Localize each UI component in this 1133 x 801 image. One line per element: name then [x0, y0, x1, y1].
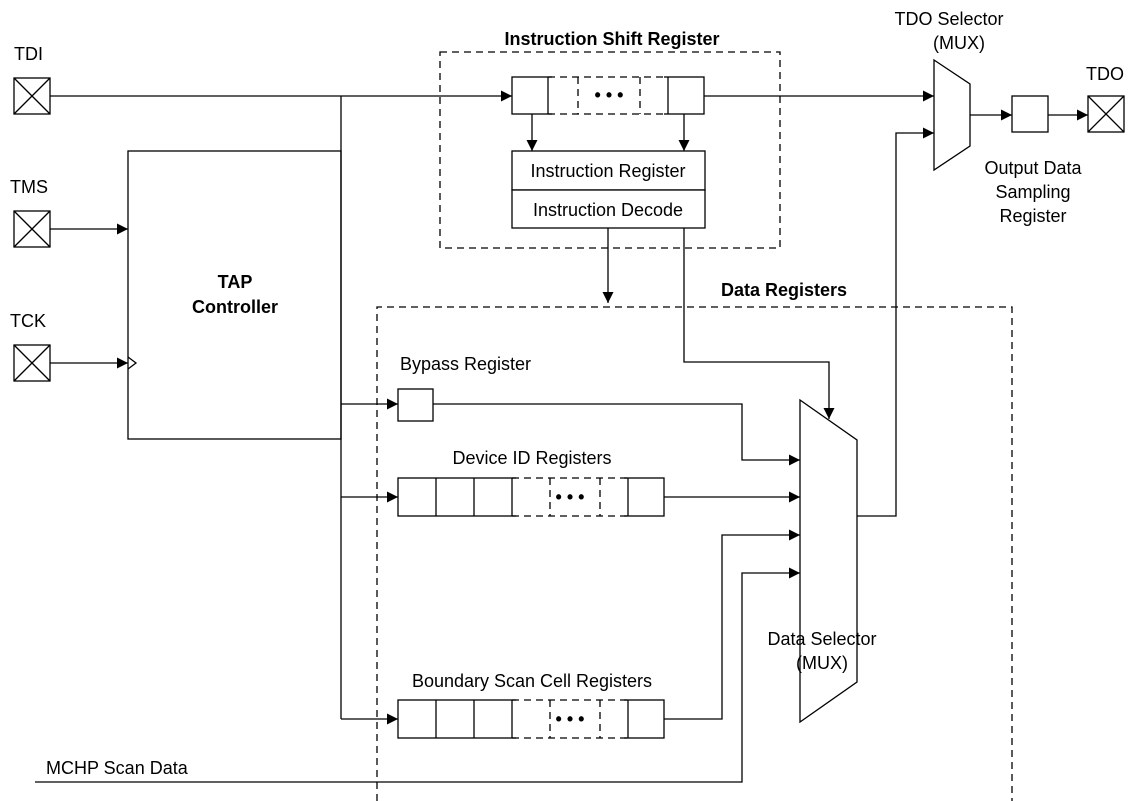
boundary-scan-ellipsis: • • • [556, 709, 585, 729]
isr-ellipsis: • • • [595, 85, 624, 105]
data-selector-to-tdo-mux-wire [857, 127, 934, 517]
data-registers-title: Data Registers [721, 280, 847, 300]
mchp-scan-data-label: MCHP Scan Data [46, 758, 189, 778]
boundary-scan-cell-registers-label: Boundary Scan Cell Registers [412, 671, 652, 691]
tdi-pin: TDI [13, 44, 51, 115]
data-selector-label-line2: (MUX) [796, 653, 848, 673]
bypass-register [397, 388, 434, 422]
tap-controller-label-line1: TAP [218, 272, 253, 292]
bypass-register-label: Bypass Register [400, 354, 531, 374]
boundary-scan-cell-registers: • • • [397, 697, 665, 741]
output-data-sampling-register [1011, 95, 1049, 133]
decode-to-data-selector-wire [683, 228, 835, 419]
output-sampling-label-line2: Sampling [995, 182, 1070, 202]
instruction-register-label: Instruction Register [530, 161, 685, 181]
tms-label: TMS [10, 177, 48, 197]
output-sampling-label-line1: Output Data [984, 158, 1082, 178]
tck-label: TCK [10, 311, 46, 331]
tdo-selector-label-line2: (MUX) [933, 33, 985, 53]
tdo-selector-mux [933, 58, 971, 172]
data-registers-boundary [376, 306, 1013, 801]
tdi-label: TDI [14, 44, 43, 64]
instruction-shift-register-title: Instruction Shift Register [504, 29, 719, 49]
instruction-decode-label: Instruction Decode [533, 200, 683, 220]
tck-pin: TCK [10, 311, 51, 382]
instruction-decode: Instruction Decode [511, 189, 706, 229]
tms-pin: TMS [10, 177, 51, 248]
tap-controller-label-line2: Controller [192, 297, 278, 317]
device-id-ellipsis: • • • [556, 487, 585, 507]
output-sampling-label-line3: Register [999, 206, 1066, 226]
instruction-shift-register: • • • [511, 74, 705, 117]
instruction-register: Instruction Register [511, 150, 706, 191]
mchp-scan-data-wire [35, 567, 800, 783]
device-id-registers-label: Device ID Registers [452, 448, 611, 468]
instruction-shift-register-boundary [439, 51, 781, 249]
tap-controller: TAP Controller [127, 150, 342, 440]
data-selector-mux [799, 398, 858, 724]
data-selector-label-line1: Data Selector [767, 629, 876, 649]
device-id-registers: • • • [397, 475, 665, 519]
tdo-label: TDO [1086, 64, 1124, 84]
tdo-selector-label-line1: TDO Selector [894, 9, 1003, 29]
tdo-pin: TDO [1086, 64, 1125, 133]
